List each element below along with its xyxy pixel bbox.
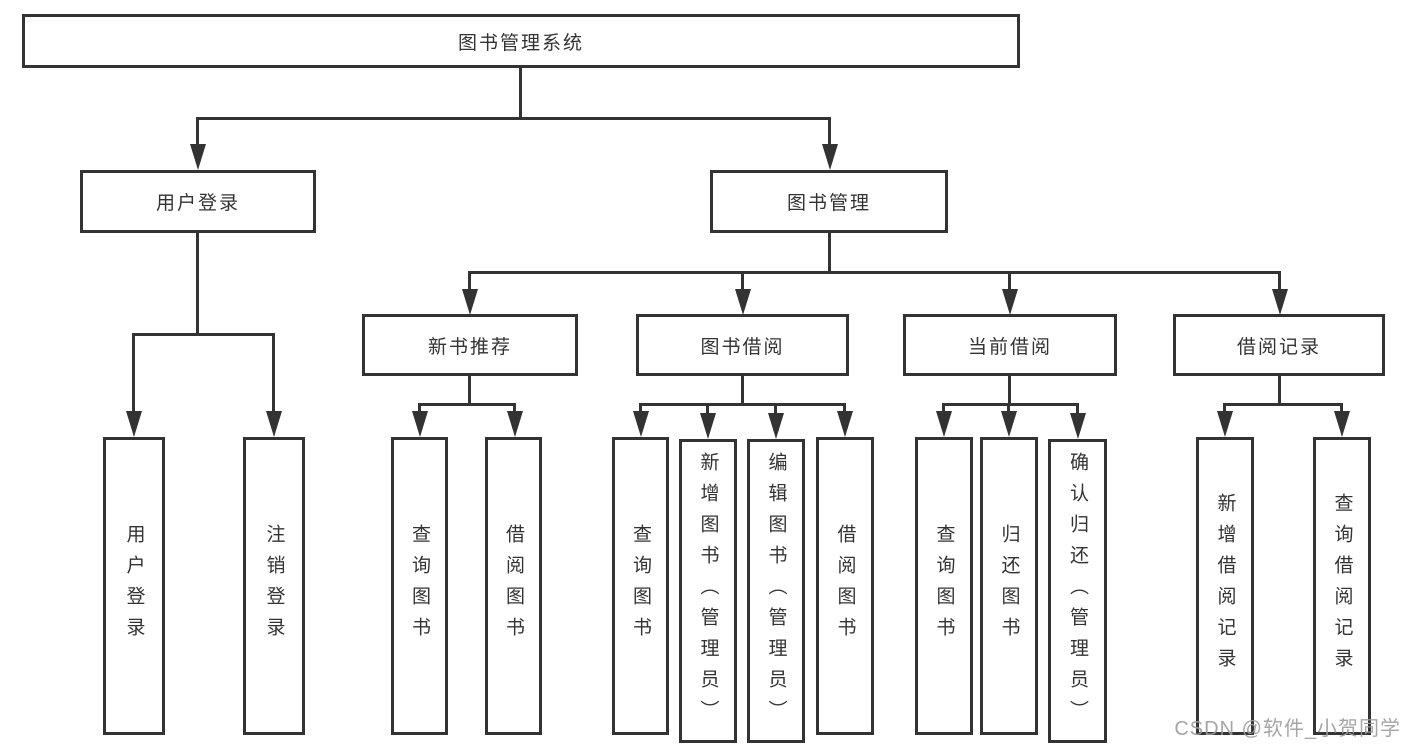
leaf-borrow-book: 借阅图书 [816, 437, 874, 735]
leaf-logout: 注销登录 [243, 437, 305, 735]
connector-drop-borrow [741, 271, 744, 291]
leaf-edit-book-admin: 编辑图书（管理员） [747, 439, 805, 743]
connector-borrow-bar [639, 403, 846, 406]
connector-recommend-bar [418, 403, 516, 406]
connector-drop-login-2 [272, 333, 275, 413]
node-book-borrow: 图书借阅 [636, 314, 849, 376]
csdn-watermark: CSDN @软件_小贺同学 [1174, 718, 1401, 740]
leaf-current-query-book: 查询图书 [915, 437, 973, 735]
node-current-borrow: 当前借阅 [903, 314, 1117, 376]
connector-drop-rec-1 [418, 403, 421, 415]
leaf-recommend-query-book: 查询图书 [391, 437, 448, 735]
connector-current-stem [1008, 376, 1011, 406]
leaf-query-borrow-record: 查询借阅记录 [1313, 437, 1371, 735]
connector-drop-recd-2 [1340, 403, 1343, 415]
connector-mgmt-bar [468, 271, 1281, 274]
connector-borrow-stem [741, 376, 744, 406]
connector-drop-recommend [468, 271, 471, 291]
leaf-user-login-label: 用户登录 [123, 524, 145, 648]
connector-drop-current [1008, 271, 1011, 291]
arrow-down-icon [266, 411, 282, 437]
leaf-borrow-book-label: 借阅图书 [834, 524, 856, 648]
leaf-confirm-return-admin-label: 确认归还（管理员） [1067, 451, 1088, 731]
connector-drop-bor-2 [706, 403, 709, 415]
leaf-user-login: 用户登录 [103, 437, 165, 735]
leaf-recommend-borrow-book: 借阅图书 [485, 437, 542, 735]
connector-drop-cur-3 [1076, 403, 1079, 415]
node-root: 图书管理系统 [22, 14, 1020, 68]
leaf-query-borrow-record-label: 查询借阅记录 [1331, 493, 1353, 679]
node-borrow-records-label: 借阅记录 [1236, 336, 1321, 358]
connector-drop-user-login [196, 117, 199, 148]
leaf-recommend-query-book-label: 查询图书 [409, 524, 430, 648]
connector-root-stem [519, 68, 522, 119]
node-book-management-label: 图书管理 [786, 193, 871, 214]
arrow-down-icon [462, 289, 478, 315]
arrow-down-icon [1002, 289, 1018, 315]
arrow-down-icon [412, 411, 428, 437]
leaf-add-borrow-record: 新增借阅记录 [1196, 437, 1254, 735]
node-new-book-recommend: 新书推荐 [362, 314, 578, 376]
leaf-return-book-label: 归还图书 [998, 524, 1020, 648]
arrow-down-icon [1334, 411, 1350, 437]
connector-root-bar [196, 117, 831, 120]
node-root-label: 图书管理系统 [457, 32, 584, 54]
arrow-down-icon [190, 144, 206, 170]
connector-drop-bor-3 [774, 403, 777, 415]
arrow-down-icon [1217, 411, 1233, 437]
connector-drop-book-mgmt [828, 117, 831, 148]
node-user-login: 用户登录 [80, 170, 316, 233]
connector-records-stem [1278, 376, 1281, 406]
node-book-borrow-label: 图书借阅 [700, 336, 785, 358]
leaf-add-borrow-record-label: 新增借阅记录 [1214, 493, 1236, 679]
arrow-down-icon [735, 289, 751, 315]
leaf-logout-label: 注销登录 [263, 524, 285, 648]
connector-drop-bor-1 [639, 403, 642, 415]
arrow-down-icon [768, 413, 784, 439]
leaf-confirm-return-admin: 确认归还（管理员） [1048, 439, 1107, 743]
connector-drop-recd-1 [1223, 403, 1226, 415]
arrow-down-icon [936, 411, 952, 437]
node-new-book-recommend-label: 新书推荐 [427, 336, 512, 358]
connector-recommend-stem [468, 376, 471, 406]
leaf-borrow-query-book: 查询图书 [612, 437, 669, 735]
connector-drop-login-1 [132, 333, 135, 413]
arrow-down-icon [700, 413, 716, 439]
connector-drop-cur-2 [1007, 403, 1010, 415]
node-borrow-records: 借阅记录 [1173, 314, 1385, 376]
connector-drop-rec-2 [513, 403, 516, 415]
arrow-down-icon [507, 411, 523, 437]
connector-current-bar [942, 403, 1079, 406]
connector-drop-records [1278, 271, 1281, 291]
arrow-down-icon [126, 411, 142, 437]
connector-login-stem [196, 233, 199, 336]
leaf-edit-book-admin-label: 编辑图书（管理员） [765, 451, 787, 731]
arrow-down-icon [633, 411, 649, 437]
connector-mgmt-stem [828, 233, 831, 274]
leaf-add-book-admin-label: 新增图书（管理员） [697, 451, 719, 731]
arrow-down-icon [1001, 411, 1017, 437]
connector-login-bar [132, 333, 275, 336]
arrow-down-icon [837, 411, 853, 437]
leaf-current-query-book-label: 查询图书 [933, 524, 955, 648]
connector-drop-cur-1 [942, 403, 945, 415]
connector-records-bar [1223, 403, 1343, 406]
leaf-recommend-borrow-book-label: 借阅图书 [503, 524, 524, 648]
node-book-management: 图书管理 [710, 170, 948, 233]
leaf-return-book: 归还图书 [980, 437, 1038, 735]
leaf-add-book-admin: 新增图书（管理员） [679, 439, 737, 743]
arrow-down-icon [822, 144, 838, 170]
arrow-down-icon [1070, 413, 1086, 439]
node-current-borrow-label: 当前借阅 [967, 336, 1052, 358]
connector-drop-bor-4 [843, 403, 846, 415]
arrow-down-icon [1272, 289, 1288, 315]
leaf-borrow-query-book-label: 查询图书 [630, 524, 651, 648]
node-user-login-label: 用户登录 [155, 193, 240, 214]
